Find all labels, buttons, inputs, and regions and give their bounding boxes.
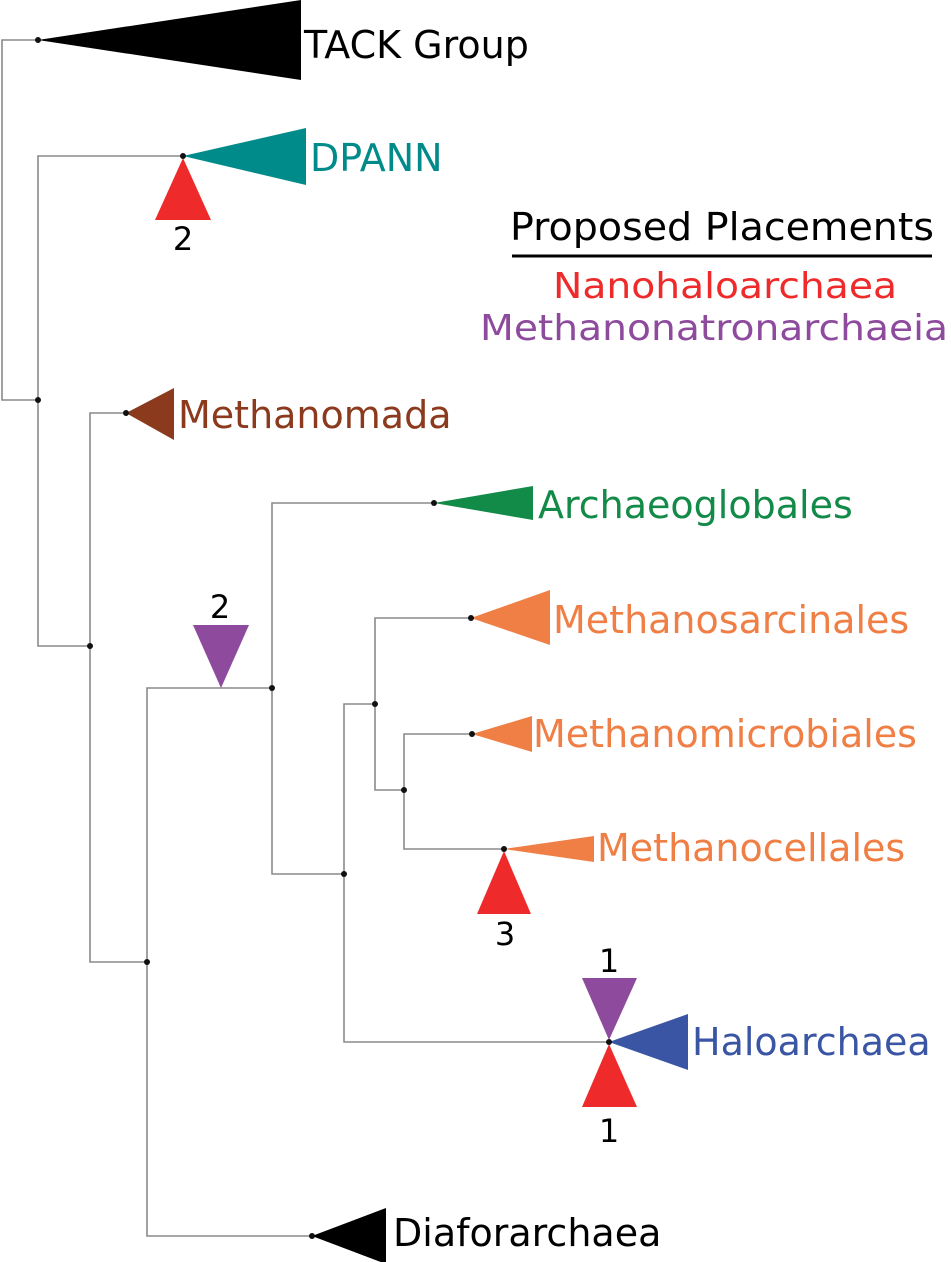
methanomada-triangle bbox=[126, 388, 174, 440]
nanohaloarchaea-placement-methanocellales bbox=[477, 851, 531, 914]
branch-methanomada-rest bbox=[89, 412, 147, 963]
haloarchaea-triangle bbox=[609, 1014, 688, 1070]
dpann-triangle bbox=[183, 128, 306, 185]
node-dpann bbox=[180, 153, 186, 159]
methanonatronarchaeia-placement-haloarchaea bbox=[582, 978, 637, 1040]
haloarchaea-label: Haloarchaea bbox=[692, 1020, 931, 1064]
count-dpann-nano: 2 bbox=[173, 220, 193, 258]
placement-counts: 2 2 3 1 1 bbox=[173, 220, 619, 1150]
count-diverge-methanonatron: 2 bbox=[210, 588, 230, 626]
clade-labels: TACK Group DPANN Methanomada Archaeoglob… bbox=[178, 23, 931, 1255]
node-euryarchaeota-split bbox=[87, 643, 93, 649]
branch-diaforarchaea-split bbox=[146, 687, 312, 1237]
methanomada-label: Methanomada bbox=[178, 393, 451, 437]
count-haloarchaea-nano: 1 bbox=[599, 1112, 619, 1150]
node-methanosarcinales bbox=[468, 615, 474, 621]
tack-label: TACK Group bbox=[303, 23, 529, 67]
node-methanomada bbox=[123, 410, 129, 416]
node-methanomicrobiales-split bbox=[401, 787, 407, 793]
node-class2-split bbox=[269, 685, 275, 691]
node-halo-split bbox=[341, 871, 347, 877]
tree-nodes bbox=[35, 37, 612, 1239]
node-diafor-split bbox=[144, 959, 150, 965]
node-haloarchaea bbox=[606, 1039, 612, 1045]
diaforarchaea-label: Diaforarchaea bbox=[393, 1211, 661, 1255]
clade-triangles bbox=[38, 0, 688, 1262]
archaeoglobales-triangle bbox=[434, 486, 533, 520]
count-haloarchaea-methanonatron: 1 bbox=[599, 942, 619, 980]
branch-archaeoglobales-split bbox=[271, 502, 434, 875]
node-methanocellales bbox=[501, 846, 507, 852]
methanocellales-label: Methanocellales bbox=[597, 826, 905, 870]
legend: Proposed Placements Nanohaloarchaea Meth… bbox=[480, 205, 948, 349]
methanomicrobiales-triangle bbox=[472, 716, 532, 752]
legend-entry-nanohaloarchaea: Nanohaloarchaea bbox=[553, 266, 897, 307]
node-methanomicrobiales bbox=[469, 731, 475, 737]
branch-root bbox=[1, 39, 38, 401]
nanohaloarchaea-placement-dpann bbox=[155, 158, 211, 220]
methanosarcinales-label: Methanosarcinales bbox=[553, 598, 909, 642]
placement-markers bbox=[155, 158, 637, 1107]
node-tack bbox=[35, 37, 41, 43]
diaforarchaea-triangle bbox=[312, 1208, 386, 1262]
legend-title: Proposed Placements bbox=[510, 205, 934, 249]
node-diaforarchaea bbox=[309, 1233, 315, 1239]
methanosarcinales-triangle bbox=[471, 590, 550, 645]
dpann-label: DPANN bbox=[310, 136, 443, 180]
legend-entry-methanonatronarchaeia: Methanonatronarchaeia bbox=[480, 308, 948, 349]
node-methanomicrobia-split bbox=[372, 701, 378, 707]
tack-triangle bbox=[38, 0, 301, 80]
methanonatronarchaeia-placement-diverge bbox=[193, 625, 249, 688]
methanomicrobiales-label: Methanomicrobiales bbox=[533, 712, 917, 756]
branch-methanomicrobiales-split bbox=[403, 733, 504, 850]
node-root-split bbox=[35, 397, 41, 403]
methanocellales-triangle bbox=[504, 836, 594, 862]
branch-methanosarcinales-split bbox=[374, 617, 471, 791]
node-archaeoglobales bbox=[431, 500, 437, 506]
count-methanocellales-nano: 3 bbox=[495, 915, 515, 953]
archaeoglobales-label: Archaeoglobales bbox=[538, 483, 853, 527]
nanohaloarchaea-placement-haloarchaea bbox=[582, 1044, 637, 1107]
